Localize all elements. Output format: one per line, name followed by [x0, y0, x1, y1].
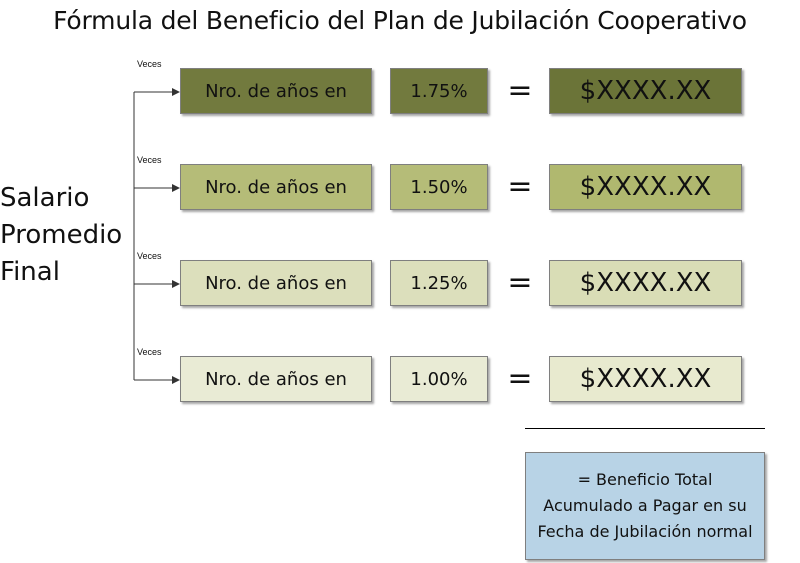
veces-label: Veces — [137, 155, 162, 165]
salary-label-line: Promedio — [0, 220, 123, 250]
benefit-amount-box: $XXXX.XX — [549, 68, 742, 114]
years-of-service-box: Nro. de años en — [180, 356, 372, 402]
total-benefit-line: Fecha de Jubilación normal — [537, 522, 753, 541]
benefit-amount-box: $XXXX.XX — [549, 164, 742, 210]
years-of-service-box: Nro. de años en — [180, 164, 372, 210]
benefit-percent-box: 1.25% — [390, 260, 488, 306]
years-of-service-box: Nro. de años en — [180, 68, 372, 114]
formula-row: Veces Nro. de años en 1.25% = $XXXX.XX — [0, 251, 800, 310]
diagram-title: Fórmula del Beneficio del Plan de Jubila… — [53, 6, 747, 35]
benefit-percent-box: 1.50% — [390, 164, 488, 210]
benefit-amount-box: $XXXX.XX — [549, 356, 742, 402]
equals-sign: = — [507, 361, 533, 396]
total-benefit-box: = Beneficio Total Acumulado a Pagar en s… — [525, 452, 765, 560]
formula-row: Veces Nro. de años en 1.00% = $XXXX.XX — [0, 347, 800, 406]
total-benefit-line: Acumulado a Pagar en su — [543, 496, 747, 515]
equals-sign: = — [507, 169, 533, 204]
benefit-percent-box: 1.75% — [390, 68, 488, 114]
equals-sign: = — [507, 73, 533, 108]
formula-row: Veces Nro. de años en 1.75% = $XXXX.XX — [0, 59, 800, 118]
benefit-percent-box: 1.00% — [390, 356, 488, 402]
benefit-amount-box: $XXXX.XX — [549, 260, 742, 306]
salary-label: Salario Promedio Final — [0, 180, 122, 291]
veces-label: Veces — [137, 59, 162, 69]
veces-label: Veces — [137, 347, 162, 357]
salary-label-line: Final — [0, 257, 60, 287]
formula-row: Veces Nro. de años en 1.50% = $XXXX.XX — [0, 155, 800, 214]
sum-divider-line — [525, 428, 765, 429]
equals-sign: = — [507, 265, 533, 300]
veces-label: Veces — [137, 251, 162, 261]
salary-label-line: Salario — [0, 183, 90, 213]
total-benefit-line: = Beneficio Total — [577, 470, 713, 489]
years-of-service-box: Nro. de años en — [180, 260, 372, 306]
